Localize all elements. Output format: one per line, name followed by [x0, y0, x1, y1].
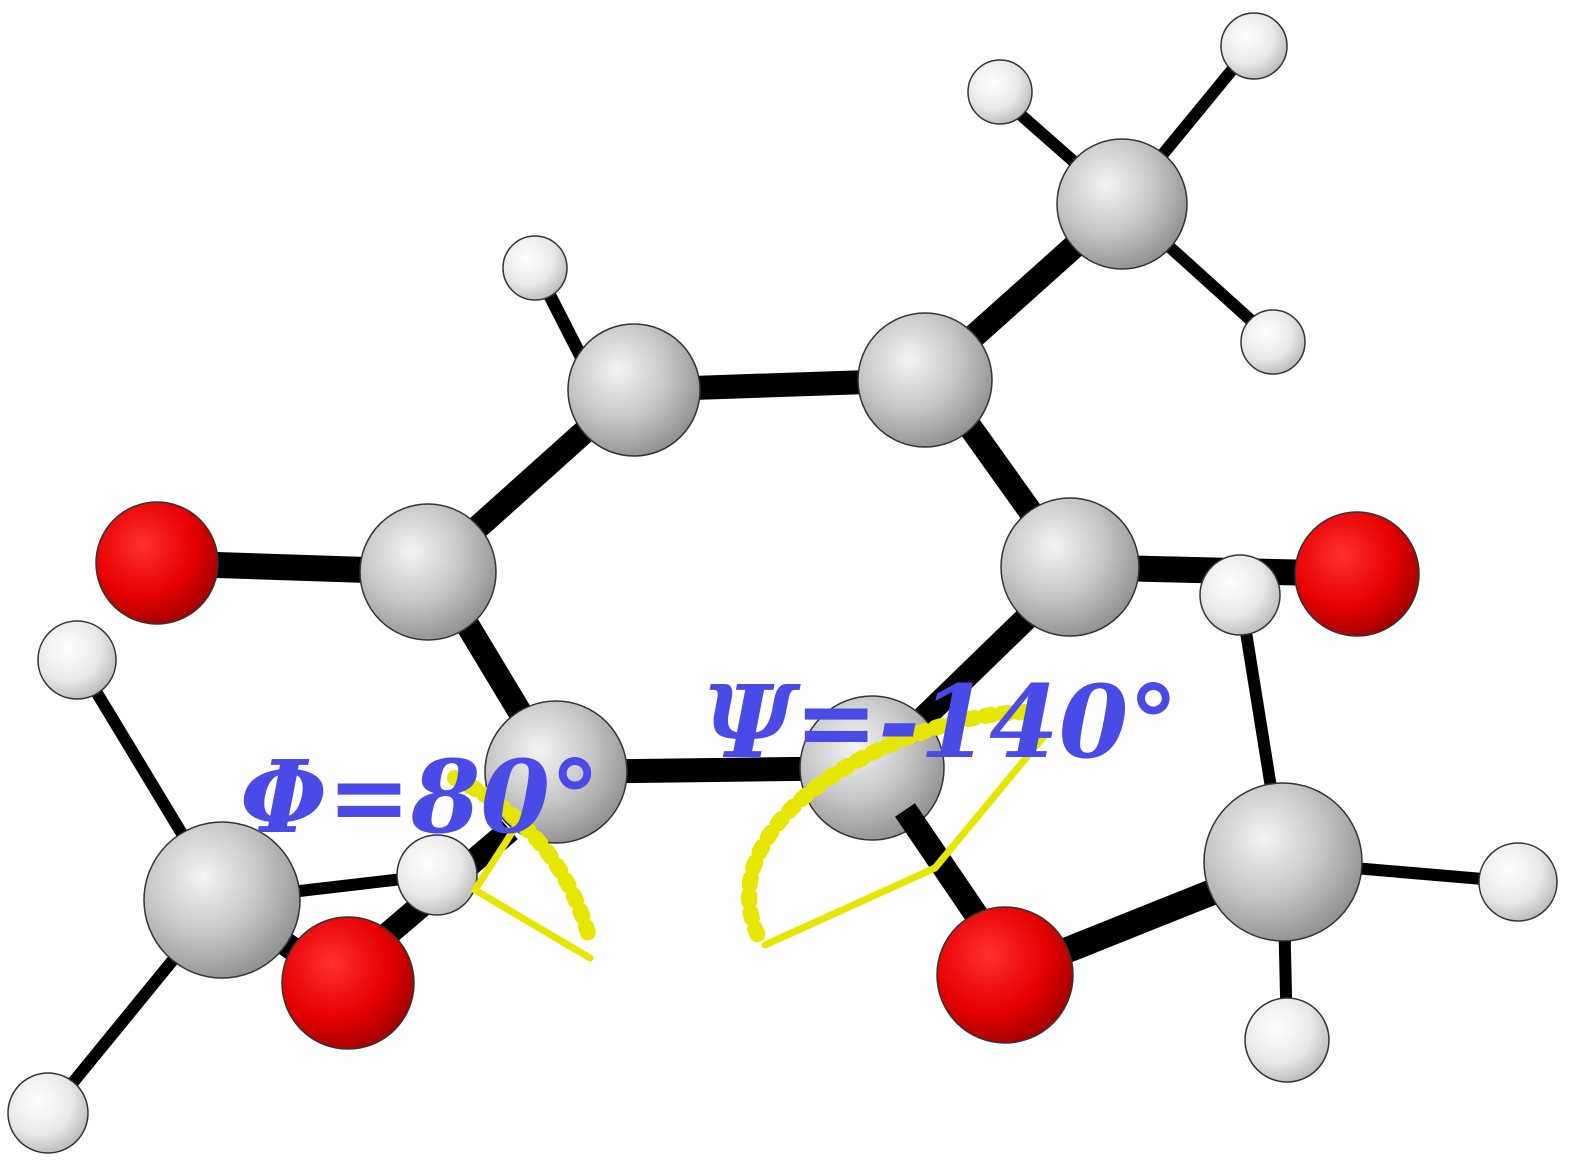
atom-carbon	[1203, 782, 1363, 942]
atom-oxygen	[936, 906, 1074, 1044]
psi-angle-label: Ψ=-140°	[703, 663, 1178, 781]
psi-angle-lines	[761, 731, 1049, 949]
atom-carbon	[1056, 138, 1188, 270]
atom-hydrogen	[1240, 309, 1306, 375]
atom-hydrogen	[37, 620, 117, 700]
atom-hydrogen	[7, 1072, 89, 1154]
atom-carbon	[567, 323, 701, 457]
atom-carbon	[359, 503, 497, 641]
psi-angle-arc	[741, 704, 1033, 948]
atom-hydrogen	[1244, 997, 1330, 1083]
dihedral-phi-indicator	[447, 770, 598, 962]
atom-hydrogen	[967, 59, 1033, 125]
phi-angle-lines	[470, 816, 594, 962]
atoms-front	[7, 782, 1558, 1154]
atom-carbon	[484, 700, 628, 844]
atom-hydrogen	[396, 834, 478, 916]
atom-hydrogen	[1220, 12, 1288, 80]
atom-carbon	[1000, 497, 1140, 637]
dihedral-psi-indicator	[741, 704, 1049, 949]
atom-carbon	[143, 821, 301, 979]
atom-carbon	[857, 312, 993, 448]
atom-hydrogen	[1199, 554, 1281, 636]
atom-hydrogen	[502, 235, 568, 301]
atom-hydrogen	[1478, 842, 1558, 922]
phi-angle-arc	[447, 770, 598, 948]
atoms-back	[37, 12, 1420, 844]
phi-angle-label: Φ=80°	[240, 738, 600, 856]
atom-oxygen	[281, 916, 415, 1050]
atom-oxygen	[95, 501, 219, 625]
atom-oxygen	[1294, 511, 1420, 637]
